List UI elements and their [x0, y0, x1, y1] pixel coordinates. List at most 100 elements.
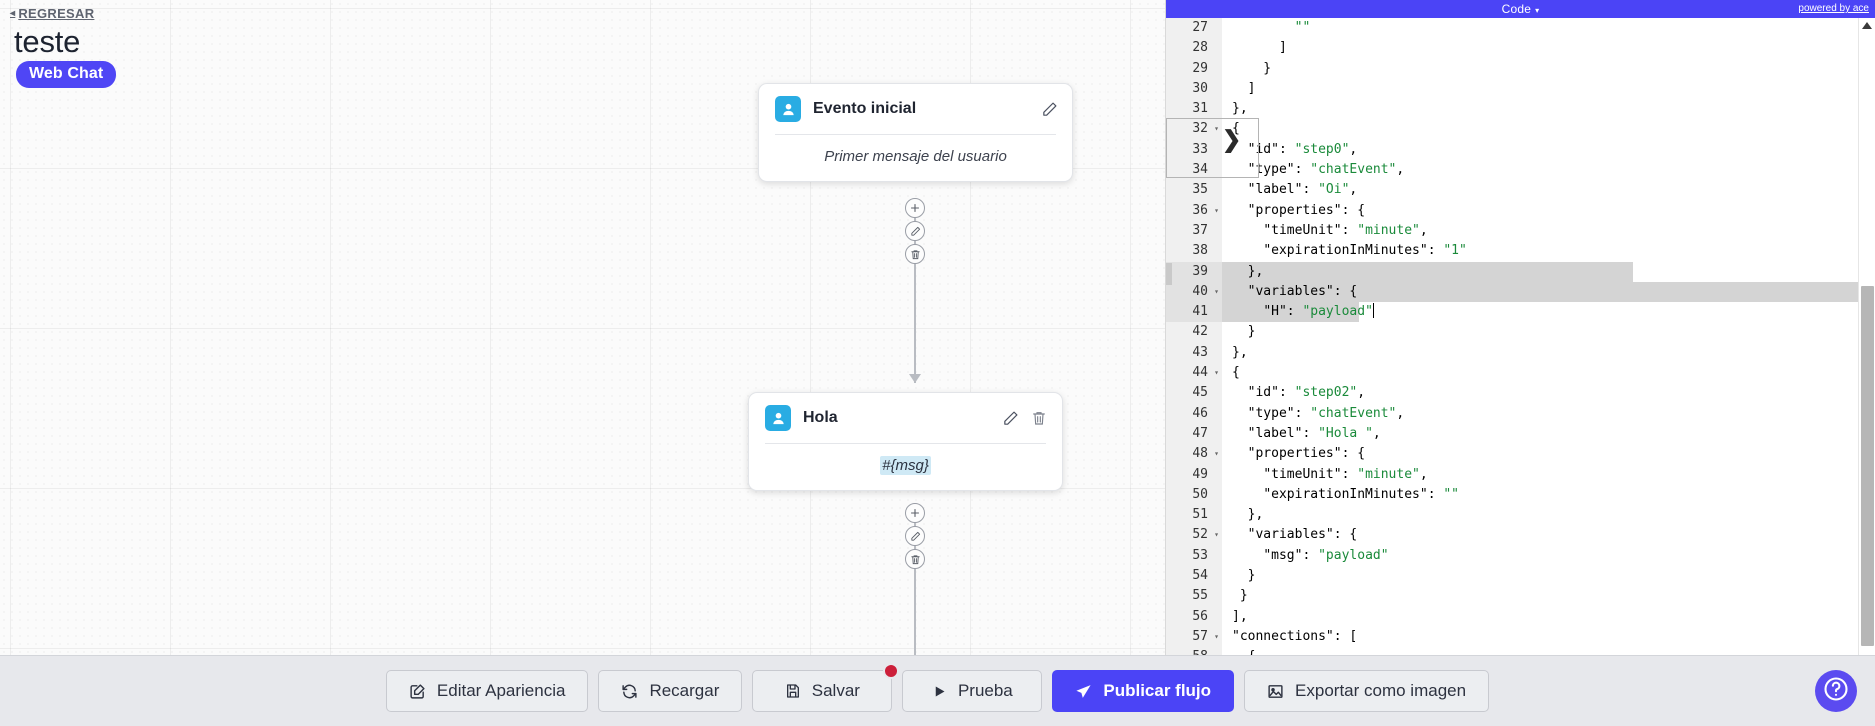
help-button[interactable]	[1815, 670, 1857, 712]
code-line-text: "H": "payload"	[1222, 302, 1875, 323]
image-icon	[1267, 683, 1284, 700]
code-line-text: ]	[1232, 80, 1256, 96]
edit-appearance-button[interactable]: Editar Apariencia	[385, 670, 589, 712]
back-link[interactable]: ◂ REGRESAR	[10, 6, 94, 21]
code-line[interactable]: 40▾ "variables": {	[1166, 281, 1875, 303]
pencil-icon[interactable]	[1041, 101, 1058, 118]
code-line[interactable]: 56],	[1166, 606, 1875, 627]
test-button[interactable]: Prueba	[902, 670, 1043, 712]
line-number: 39	[1166, 261, 1222, 282]
pencil-icon[interactable]	[1002, 410, 1019, 427]
plus-icon[interactable]	[905, 503, 925, 523]
reload-button[interactable]: Recargar	[598, 670, 743, 712]
code-line[interactable]: 48▾ "properties": {	[1166, 444, 1875, 465]
code-line[interactable]: 34 "type": "chatEvent",	[1166, 160, 1875, 181]
code-line[interactable]: 38 "expirationInMinutes": "1"	[1166, 241, 1875, 262]
connector-actions-1[interactable]	[905, 198, 925, 264]
code-line[interactable]: 50 "expirationInMinutes": ""	[1166, 484, 1875, 506]
code-line[interactable]: 58▾ {	[1166, 647, 1875, 655]
code-line[interactable]: 53 "msg": "payload"	[1166, 545, 1875, 567]
line-number: 29	[1166, 58, 1222, 79]
fold-toggle-icon[interactable]: ▾	[1214, 647, 1219, 655]
user-avatar-icon	[775, 96, 801, 122]
pencil-icon[interactable]	[905, 221, 925, 241]
code-line[interactable]: 35 "label": "Oi",	[1166, 180, 1875, 201]
code-editor-panel[interactable]: Code▾ powered by ace 27 ""28 ]29 }30 ]31…	[1165, 0, 1875, 655]
code-line-text: },	[1222, 261, 1875, 283]
node-title: Hola	[803, 409, 838, 426]
code-line[interactable]: 37 "timeUnit": "minute",	[1166, 220, 1875, 242]
publish-flow-button[interactable]: Publicar flujo	[1052, 670, 1235, 712]
code-line[interactable]: 33 "id": "step0",	[1166, 139, 1875, 161]
trash-icon[interactable]	[1031, 410, 1048, 427]
code-line[interactable]: 47 "label": "Hola ",	[1166, 423, 1875, 445]
pencil-icon[interactable]	[905, 526, 925, 546]
fold-toggle-icon[interactable]: ▾	[1214, 205, 1219, 215]
code-line[interactable]: 45 "id": "step02",	[1166, 383, 1875, 404]
powered-by-link[interactable]: powered by ace	[1798, 3, 1869, 14]
scroll-annotation-marker	[1166, 263, 1172, 285]
code-line-text: "id": "step02",	[1247, 385, 1366, 401]
code-line[interactable]: 30 ]	[1166, 78, 1875, 100]
trash-icon[interactable]	[905, 549, 925, 569]
code-line[interactable]: 57▾"connections": [	[1166, 626, 1875, 648]
export-image-button[interactable]: Exportar como imagen	[1244, 670, 1490, 712]
flow-node-hola[interactable]: Hola #{msg}	[748, 392, 1063, 491]
line-number: 32▾	[1166, 119, 1222, 140]
fold-toggle-icon[interactable]: ▾	[1214, 368, 1219, 378]
refresh-icon	[621, 683, 638, 700]
scroll-up-arrow-icon[interactable]	[1862, 22, 1872, 29]
trash-icon[interactable]	[905, 244, 925, 264]
flow-node-evento-inicial[interactable]: Evento inicial Primer mensaje del usuari…	[758, 83, 1073, 182]
line-number: 33	[1166, 139, 1222, 161]
code-line[interactable]: 28 ]	[1166, 38, 1875, 59]
fold-toggle-icon[interactable]: ▾	[1214, 631, 1219, 641]
code-line[interactable]: 29 }	[1166, 58, 1875, 79]
code-line[interactable]: 31},	[1166, 99, 1875, 120]
code-line[interactable]: 43},	[1166, 342, 1875, 364]
code-line-text: "msg": "payload"	[1263, 547, 1389, 563]
code-line[interactable]: 27 ""	[1166, 18, 1875, 39]
chevron-right-icon[interactable]: ❯	[1222, 126, 1242, 152]
chevron-down-icon[interactable]: ▾	[1535, 6, 1540, 15]
code-line[interactable]: 49 "timeUnit": "minute",	[1166, 464, 1875, 485]
pencil-square-icon	[409, 683, 426, 700]
fold-toggle-icon[interactable]: ▾	[1214, 530, 1219, 540]
editor-body[interactable]: 27 ""28 ]29 }30 ]31},32▾{33 "id": "step0…	[1166, 18, 1875, 655]
fold-toggle-icon[interactable]: ▾	[1214, 449, 1219, 459]
code-line[interactable]: 32▾{	[1166, 119, 1875, 140]
button-label: Recargar	[649, 681, 720, 700]
code-line-text: ]	[1232, 40, 1287, 56]
code-line[interactable]: 36▾ "properties": {	[1166, 200, 1875, 221]
back-link-label: REGRESAR	[18, 6, 95, 21]
code-line[interactable]: 51 },	[1166, 505, 1875, 526]
node-body: #{msg}	[749, 444, 1062, 490]
page-title: teste	[14, 24, 81, 59]
fold-toggle-icon[interactable]: ▾	[1214, 124, 1219, 134]
code-line[interactable]: 46 "type": "chatEvent",	[1166, 403, 1875, 424]
editor-title[interactable]: Code▾	[1502, 2, 1540, 16]
flow-canvas[interactable]: ◂ REGRESAR teste Web Chat Evento inicial	[0, 0, 1165, 655]
code-line[interactable]: 42 }	[1166, 322, 1875, 343]
code-line[interactable]: 54 }	[1166, 566, 1875, 587]
fold-toggle-icon[interactable]: ▾	[1214, 286, 1219, 296]
editor-scrollbar[interactable]	[1858, 18, 1875, 655]
line-number: 30	[1166, 78, 1222, 100]
code-line-text: }	[1232, 60, 1272, 76]
code-lines[interactable]: 27 ""28 ]29 }30 ]31},32▾{33 "id": "step0…	[1166, 18, 1875, 655]
line-number: 41	[1166, 302, 1222, 323]
scrollbar-thumb[interactable]	[1861, 286, 1874, 646]
code-line[interactable]: 44▾{	[1166, 363, 1875, 384]
code-line[interactable]: 52▾ "variables": {	[1166, 525, 1875, 546]
save-button[interactable]: Salvar	[752, 663, 900, 712]
code-line-text: "variables": {	[1222, 281, 1875, 303]
plus-icon[interactable]	[905, 198, 925, 218]
code-line-text: },	[1232, 101, 1248, 117]
code-line[interactable]: 55 }	[1166, 586, 1875, 607]
connector-actions-2[interactable]	[905, 503, 925, 569]
channel-badge: Web Chat	[16, 61, 117, 88]
node-body: Primer mensaje del usuario	[824, 148, 1007, 165]
text-cursor	[1372, 303, 1374, 319]
code-line[interactable]: 39 },	[1166, 261, 1875, 283]
code-line[interactable]: 41 "H": "payload"	[1166, 302, 1875, 323]
